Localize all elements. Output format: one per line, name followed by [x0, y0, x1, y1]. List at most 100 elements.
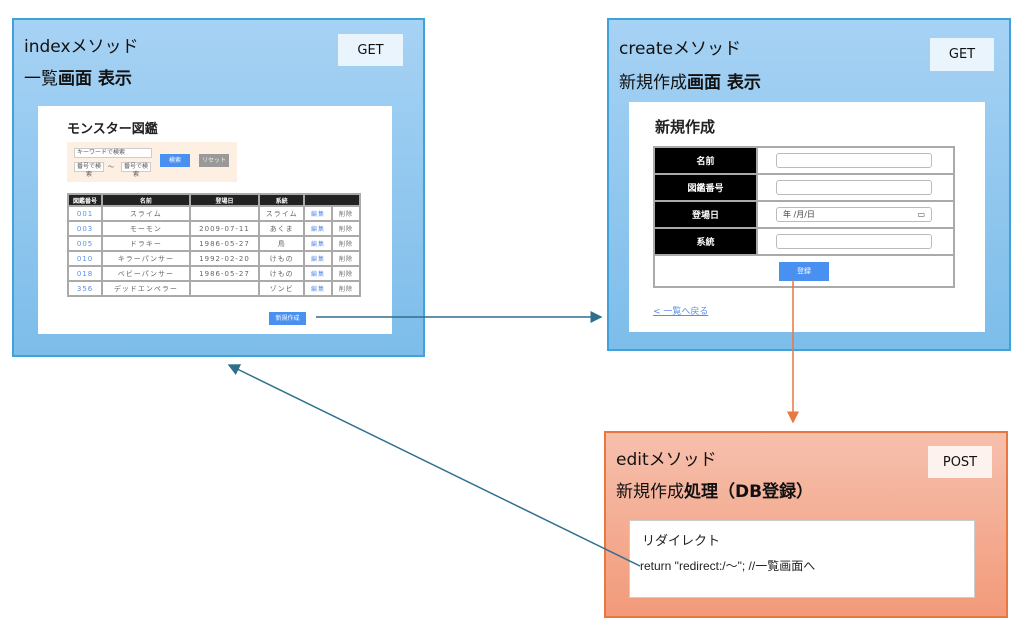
num-to-input[interactable]: 番号で検索	[121, 162, 151, 178]
subtitle-bold: 画面 表示	[687, 73, 761, 93]
form-row: 図鑑番号	[655, 175, 953, 200]
page-heading: 新規作成	[655, 118, 716, 136]
redirect-to-index-arrow	[227, 364, 641, 567]
delete-link[interactable]: 削除	[333, 267, 359, 280]
edit-subtitle: 新規作成処理（DB登録）	[616, 477, 813, 502]
back-link[interactable]: < 一覧へ戻る	[653, 307, 709, 317]
new-create-button[interactable]: 新規作成	[269, 312, 306, 325]
redirect-title: リダイレクト	[642, 534, 721, 549]
index-method-panel: indexメソッド 一覧画面 表示 GET モンスター図鑑 キーワードで検索 番…	[12, 18, 425, 357]
monster-id-link[interactable]: 003	[69, 222, 102, 235]
monster-name: スライム	[103, 207, 189, 220]
family: スライム	[260, 207, 303, 220]
column-header: 登場日	[190, 195, 259, 205]
form-row: 登場日 年 /月/日 ▭	[655, 202, 953, 227]
create-page-mock: 新規作成 名前図鑑番号登場日 年 /月/日 ▭ 系統登録 < 一覧へ戻る	[629, 102, 985, 332]
family: 鳥	[260, 237, 303, 250]
edit-title: editメソッド	[616, 450, 717, 470]
index-page-mock: モンスター図鑑 キーワードで検索 番号で検索 〜 番号で検索 検索 リセット 図…	[38, 106, 392, 334]
text-input[interactable]	[776, 180, 932, 195]
subtitle-bold: 処理（DB登録）	[684, 482, 814, 502]
delete-link[interactable]: 削除	[333, 207, 359, 220]
column-header: 系統	[260, 195, 303, 205]
redirect-box: リダイレクト return "redirect:/〜"; //一覧画面へ	[629, 520, 975, 598]
family: けもの	[260, 252, 303, 265]
page-heading: モンスター図鑑	[67, 122, 158, 137]
http-method-badge: POST	[928, 446, 992, 478]
monster-name: ベビーパンサー	[103, 267, 189, 280]
monster-name: ドラキー	[103, 237, 189, 250]
field-label: 登場日	[655, 202, 756, 227]
create-method-panel: createメソッド 新規作成画面 表示 GET 新規作成 名前図鑑番号登場日年…	[607, 18, 1011, 351]
search-panel: キーワードで検索 番号で検索 〜 番号で検索 検索 リセット	[67, 142, 237, 182]
subtitle-normal: 新規作成	[619, 73, 687, 93]
release-date	[190, 207, 259, 220]
calendar-icon[interactable]: ▭	[917, 210, 925, 219]
search-button[interactable]: 検索	[160, 154, 190, 167]
subtitle-normal: 一覧	[24, 69, 58, 89]
field-label: 名前	[655, 148, 756, 173]
column-header: 名前	[103, 195, 189, 205]
create-form-table: 名前図鑑番号登場日 年 /月/日 ▭ 系統登録	[653, 146, 955, 288]
redirect-code: return "redirect:/〜"; //一覧画面へ	[640, 559, 816, 573]
subtitle-bold: 画面 表示	[58, 69, 132, 89]
register-button[interactable]: 登録	[779, 261, 829, 281]
release-date	[190, 282, 259, 295]
delete-link[interactable]: 削除	[333, 222, 359, 235]
index-subtitle: 一覧画面 表示	[24, 64, 132, 89]
monster-id-link[interactable]: 356	[69, 282, 102, 295]
num-from-input[interactable]: 番号で検索	[74, 162, 104, 178]
date-placeholder: 年 /月/日	[783, 210, 815, 219]
delete-link[interactable]: 削除	[333, 282, 359, 295]
release-date: 2009-07-11	[190, 222, 259, 235]
edit-link[interactable]: 編集	[305, 282, 331, 295]
column-header	[305, 195, 359, 205]
edit-link[interactable]: 編集	[305, 267, 331, 280]
family: ゾンビ	[260, 282, 303, 295]
field-label: 図鑑番号	[655, 175, 756, 200]
text-input[interactable]	[776, 153, 932, 168]
keyword-input[interactable]: キーワードで検索	[74, 148, 152, 158]
monster-id-link[interactable]: 001	[69, 207, 102, 220]
edit-link[interactable]: 編集	[305, 252, 331, 265]
index-title: indexメソッド	[24, 37, 139, 57]
family: あくま	[260, 222, 303, 235]
delete-link[interactable]: 削除	[333, 252, 359, 265]
release-date: 1986-05-27	[190, 237, 259, 250]
monster-name: デッドエンペラー	[103, 282, 189, 295]
monster-name: キラーパンサー	[103, 252, 189, 265]
submit-row: 登録	[655, 256, 953, 286]
monster-id-link[interactable]: 018	[69, 267, 102, 280]
delete-link[interactable]: 削除	[333, 237, 359, 250]
http-method-badge: GET	[930, 38, 994, 71]
text-input[interactable]	[776, 234, 932, 249]
field-label: 系統	[655, 229, 756, 254]
create-title: createメソッド	[619, 39, 741, 59]
edit-method-panel: editメソッド 新規作成処理（DB登録） POST リダイレクト return…	[604, 431, 1008, 618]
monster-id-link[interactable]: 010	[69, 252, 102, 265]
date-input[interactable]: 年 /月/日 ▭	[776, 207, 932, 222]
release-date: 1992-02-20	[190, 252, 259, 265]
http-method-badge: GET	[338, 34, 403, 66]
column-header: 図鑑番号	[69, 195, 102, 205]
tilde: 〜	[108, 164, 115, 171]
form-row: 名前	[655, 148, 953, 173]
monster-name: モーモン	[103, 222, 189, 235]
create-subtitle: 新規作成画面 表示	[619, 68, 761, 93]
release-date: 1986-05-27	[190, 267, 259, 280]
family: けもの	[260, 267, 303, 280]
monster-id-link[interactable]: 005	[69, 237, 102, 250]
reset-button[interactable]: リセット	[199, 154, 229, 167]
form-row: 系統	[655, 229, 953, 254]
edit-link[interactable]: 編集	[305, 222, 331, 235]
subtitle-normal: 新規作成	[616, 482, 684, 502]
edit-link[interactable]: 編集	[305, 237, 331, 250]
edit-link[interactable]: 編集	[305, 207, 331, 220]
